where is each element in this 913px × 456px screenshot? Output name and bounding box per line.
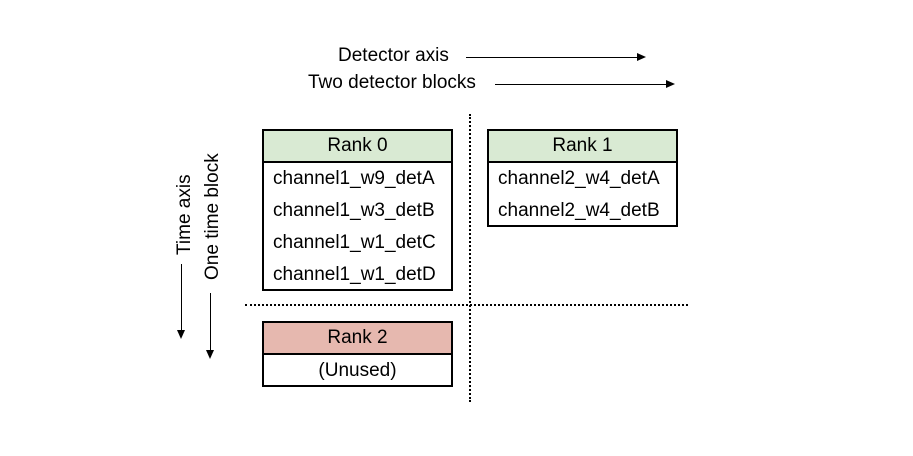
time-block-arrow-head bbox=[206, 350, 214, 359]
time-axis-label: Time axis bbox=[174, 174, 195, 255]
detector-axis-arrow-line bbox=[466, 57, 638, 58]
detector-blocks-label: Two detector blocks bbox=[308, 72, 476, 93]
rank-0-item: channel1_w1_detD bbox=[273, 264, 436, 285]
detector-axis-arrow-head bbox=[637, 53, 646, 61]
rank-0-item: channel1_w9_detA bbox=[273, 168, 435, 189]
detector-blocks-arrow-head bbox=[666, 80, 675, 88]
rank-1-header: Rank 1 bbox=[489, 131, 676, 163]
time-block-label: One time block bbox=[202, 153, 223, 280]
detector-blocks-arrow-line bbox=[495, 84, 667, 85]
time-axis-arrow-head bbox=[177, 330, 185, 339]
rank-2-item: (Unused) bbox=[318, 360, 397, 381]
rank-1-item: channel2_w4_detB bbox=[498, 200, 660, 221]
rank-0-header: Rank 0 bbox=[264, 131, 451, 163]
rank-2-header: Rank 2 bbox=[264, 323, 451, 355]
rank-0-item: channel1_w1_detC bbox=[273, 232, 436, 253]
detector-axis-label: Detector axis bbox=[338, 45, 449, 66]
rank-1-box: Rank 1 channel2_w4_detA channel2_w4_detB bbox=[487, 129, 678, 227]
vertical-block-separator bbox=[469, 114, 471, 402]
rank-1-item: channel2_w4_detA bbox=[498, 168, 660, 189]
rank-2-box: Rank 2 (Unused) bbox=[262, 321, 453, 387]
rank-0-item: channel1_w3_detB bbox=[273, 200, 435, 221]
time-axis-arrow-line bbox=[181, 264, 182, 330]
time-block-arrow-line bbox=[210, 293, 211, 351]
horizontal-block-separator bbox=[245, 304, 688, 306]
rank-0-box: Rank 0 channel1_w9_detA channel1_w3_detB… bbox=[262, 129, 453, 291]
